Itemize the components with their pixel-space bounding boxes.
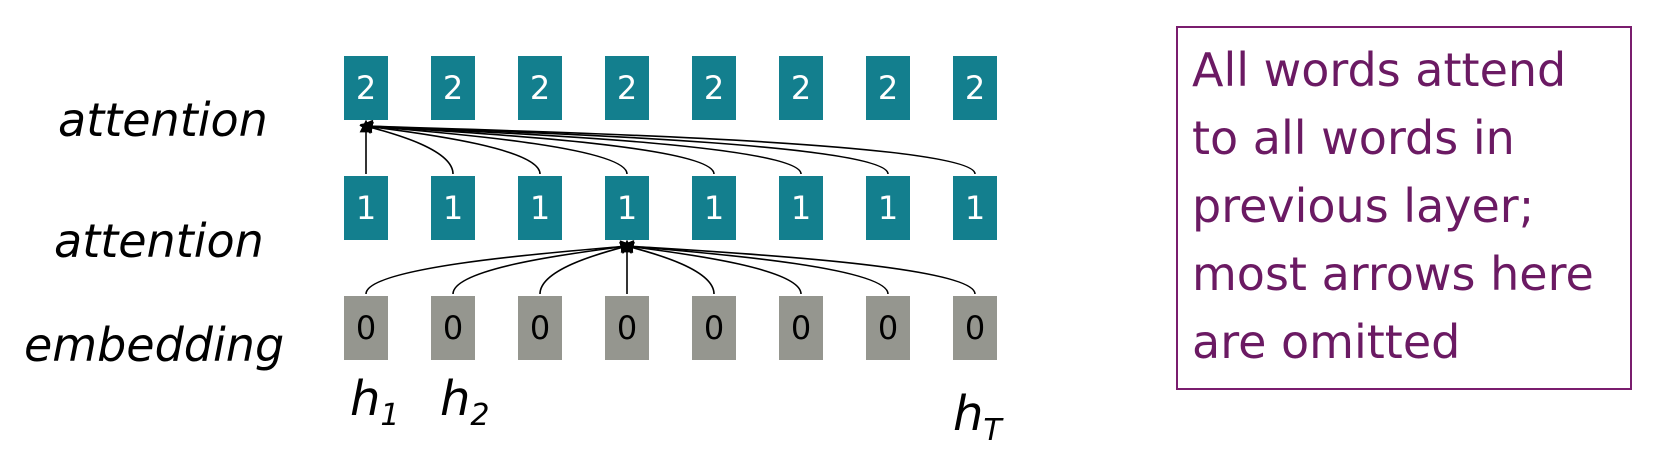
embedding-node: 0: [779, 296, 823, 360]
attention-2-node: 2: [953, 56, 997, 120]
note-line: All words attend: [1192, 43, 1567, 97]
embedding-node: 0: [692, 296, 736, 360]
note-line: to all words in: [1192, 111, 1515, 165]
layer0-label: embedding: [24, 318, 285, 372]
explanation-note: All words attend to all words in previou…: [1176, 26, 1632, 390]
attention-edge: [620, 240, 976, 295]
attention-1-node: 1: [953, 176, 997, 240]
layer1-label: attention: [54, 214, 264, 268]
attention-edge: [359, 119, 976, 175]
note-line: are omitted: [1192, 315, 1461, 369]
attention-2-node: 2: [344, 56, 388, 120]
note-line: most arrows here: [1192, 247, 1594, 301]
attention-2-node: 2: [518, 56, 562, 120]
attention-2-node: 2: [431, 56, 475, 120]
embedding-node: 0: [866, 296, 910, 360]
attention-1-node: 1: [344, 176, 388, 240]
h-label-2: h2: [440, 371, 490, 433]
embedding-node: 0: [431, 296, 475, 360]
attention-1-node: 1: [431, 176, 475, 240]
h-label-t: hT: [953, 386, 1002, 448]
embedding-node: 0: [953, 296, 997, 360]
h-label-1: h1: [350, 371, 400, 433]
attention-edge: [365, 240, 634, 295]
note-line: previous layer;: [1192, 179, 1535, 233]
attention-1-node: 1: [518, 176, 562, 240]
attention-2-node: 2: [605, 56, 649, 120]
attention-edge: [452, 240, 634, 295]
embedding-node: 0: [518, 296, 562, 360]
attention-2-node: 2: [866, 56, 910, 120]
attention-edge: [620, 240, 889, 295]
attention-2-node: 2: [779, 56, 823, 120]
embedding-node: 0: [605, 296, 649, 360]
attention-1-node: 1: [866, 176, 910, 240]
layer2-label: attention: [58, 93, 268, 147]
attention-2-node: 2: [692, 56, 736, 120]
attention-1-node: 1: [779, 176, 823, 240]
attention-1-node: 1: [692, 176, 736, 240]
embedding-node: 0: [344, 296, 388, 360]
attention-1-node: 1: [605, 176, 649, 240]
